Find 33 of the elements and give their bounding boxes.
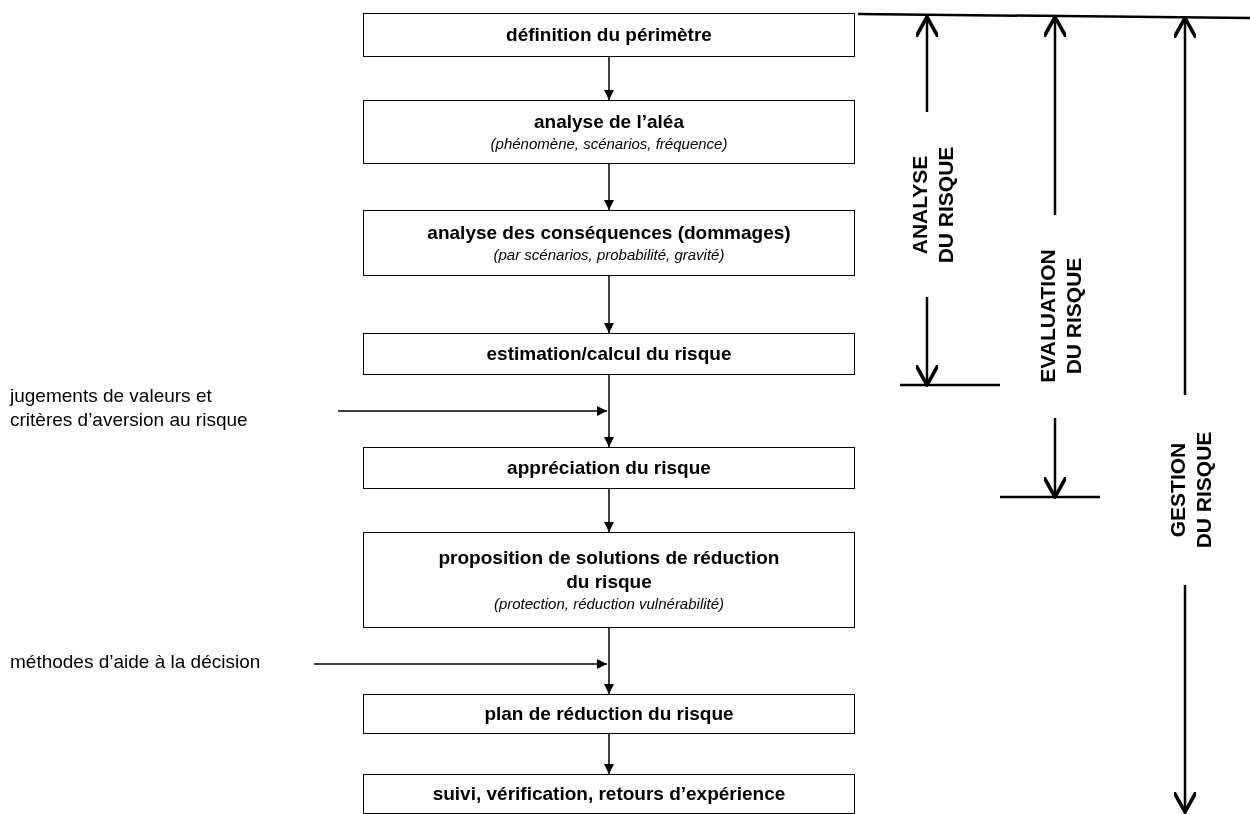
process-box (363, 333, 855, 375)
step-title: appréciation du risque (507, 456, 711, 480)
step-title: proposition de solutions de réduction du risque (437, 546, 781, 594)
process-box (363, 210, 855, 276)
arrow (603, 488, 615, 533)
process-box (363, 100, 855, 164)
step-title: analyse de l’aléa (534, 110, 684, 134)
process-box (363, 447, 855, 489)
step-detail: (phénomène, scénarios, fréquence) (490, 134, 728, 154)
arrow (603, 163, 615, 211)
step-title: plan de réduction du risque (484, 702, 734, 726)
step-detail: (protection, réduction vulnérabilité) (493, 594, 725, 614)
arrow (313, 658, 608, 670)
process-box (363, 694, 855, 734)
arrow (337, 405, 608, 417)
process-box (363, 774, 855, 814)
input-note: jugements de valeurs et critères d’aversion au risque (10, 384, 250, 438)
process-box (363, 13, 855, 57)
step-title: estimation/calcul du risque (486, 342, 732, 366)
span-label: EVALUATION DU RISQUE (1035, 248, 1086, 385)
arrow (603, 627, 615, 695)
input-note: méthodes d’aide à la décision (10, 650, 310, 676)
span-label: GESTION DU RISQUE (1165, 430, 1216, 551)
arrow (603, 56, 615, 101)
span-label: ANALYSE DU RISQUE (907, 145, 958, 266)
arrow (603, 374, 615, 448)
step-title: définition du périmètre (506, 23, 712, 47)
step-title: suivi, vérification, retours d’expérience (432, 782, 786, 806)
step-title: analyse des conséquences (dommages) (427, 221, 791, 245)
arrow (603, 275, 615, 334)
step-detail: (par scénarios, probabilité, gravité) (493, 245, 725, 265)
process-box (363, 532, 855, 628)
arrow (603, 733, 615, 775)
